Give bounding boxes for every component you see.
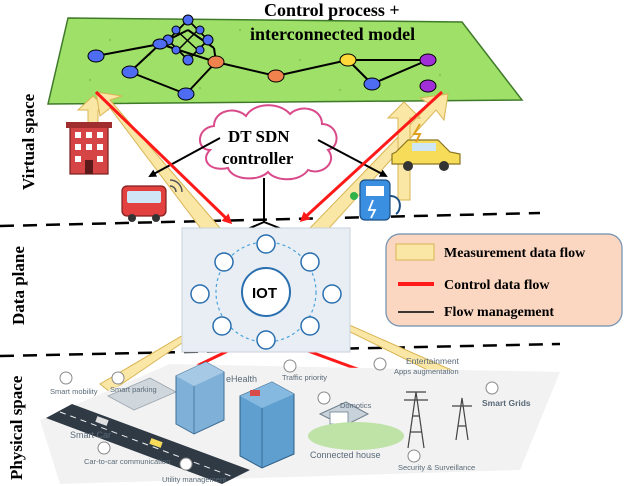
label-smart-mobility: Smart mobility xyxy=(50,387,98,396)
iot-satellite-top xyxy=(256,234,276,254)
controller-label-line1: DT SDN xyxy=(228,127,290,146)
node-4 xyxy=(177,87,195,101)
legend-label-control: Control data flow xyxy=(444,278,550,293)
label-security: Security & Surveillance xyxy=(398,463,475,472)
iot-satellite-tr xyxy=(300,252,320,272)
smart-mobility-icon xyxy=(59,371,73,385)
house-lawn xyxy=(308,422,404,450)
power-pylon-2 xyxy=(452,397,472,441)
house-icon xyxy=(318,401,370,427)
separator-virtual-data xyxy=(0,211,541,228)
label-traffic-priority: Traffic priority xyxy=(282,373,327,382)
iot-satellite-br xyxy=(300,316,320,336)
legend-swatch-measurement xyxy=(395,243,435,261)
iot-satellite-bottom xyxy=(256,330,276,350)
node-3 xyxy=(121,65,139,79)
legend: Measurement data flow Control data flow … xyxy=(385,233,623,327)
control-flow-left-down xyxy=(94,90,233,225)
car-on-road-2 xyxy=(149,438,163,448)
utility-icon xyxy=(179,457,193,471)
iot-hub: IOT xyxy=(181,227,351,353)
ev-charger-icon xyxy=(350,179,401,221)
node-10 xyxy=(419,79,437,93)
layer-label-physical: Physical space xyxy=(7,375,26,480)
label-apps-augmentation: Apps augmentation xyxy=(394,367,459,376)
smart-parking-icon xyxy=(111,371,125,385)
interconnected-cluster xyxy=(162,14,214,66)
traffic-priority-icon xyxy=(283,359,297,373)
legend-label-measurement: Measurement data flow xyxy=(444,246,586,261)
label-utility-management: Utility management xyxy=(162,475,227,484)
legend-box xyxy=(385,233,623,327)
building-icon xyxy=(66,122,112,175)
smart-city: Smart mobility Smart parking eHealth Tra… xyxy=(40,356,560,484)
label-car-to-car: Car-to-car communication xyxy=(84,457,170,466)
office-building xyxy=(239,381,295,469)
measurement-flow-right-diagonal xyxy=(309,93,449,237)
power-pylon-1 xyxy=(404,391,428,449)
iot-satellite-bl xyxy=(212,316,232,336)
car-icon xyxy=(391,123,461,171)
layer-label-data: Data plane xyxy=(9,246,28,325)
bus-icon xyxy=(121,179,183,222)
legend-label-flow: Flow management xyxy=(444,305,554,320)
virtual-plane-title-line1: Control process + xyxy=(264,0,400,20)
iot-satellite-right xyxy=(322,284,342,304)
tall-building xyxy=(175,361,225,435)
node-7 xyxy=(339,53,357,67)
city-service-icons xyxy=(59,357,499,471)
virtual-plane-title-line2: interconnected model xyxy=(250,24,415,44)
car-on-road-1 xyxy=(95,416,109,426)
node-2 xyxy=(152,38,168,50)
flow-mgmt-to-charger xyxy=(317,139,388,177)
label-domotics: Domotics xyxy=(340,401,372,410)
label-smart-grids: Smart Grids xyxy=(482,398,531,408)
car-to-car-icon xyxy=(97,441,111,455)
domotics-icon xyxy=(317,391,331,405)
measurement-flows xyxy=(76,91,457,393)
node-1 xyxy=(87,49,105,63)
security-icon xyxy=(407,449,421,463)
network-nodes xyxy=(87,38,437,101)
entertainment-icon xyxy=(373,357,387,371)
smart-grids-icon xyxy=(485,381,499,395)
flow-mgmt-to-bus xyxy=(148,137,221,177)
layer-label-virtual: Virtual space xyxy=(19,93,38,190)
node-9 xyxy=(419,53,437,67)
controller-label-line2: controller xyxy=(222,149,294,168)
iot-satellite-tl xyxy=(214,252,234,272)
iot-satellite-left xyxy=(190,284,210,304)
node-8 xyxy=(363,77,381,91)
dt-sdn-controller: DT SDN controller xyxy=(199,104,338,181)
node-6 xyxy=(267,69,285,83)
road-marking xyxy=(59,411,237,479)
label-connected-house: Connected house xyxy=(310,450,381,460)
label-smart-car: Smart Car xyxy=(70,430,111,440)
virtual-plane-texture xyxy=(88,28,442,92)
iot-hub-label: IOT xyxy=(252,285,277,302)
label-ehealth: eHealth xyxy=(226,374,257,384)
control-flow-right-down xyxy=(299,90,444,223)
label-smart-parking: Smart parking xyxy=(110,385,157,394)
label-entertainment: Entertainment xyxy=(406,356,460,366)
measurement-flow-left-diagonal xyxy=(95,91,221,239)
node-5 xyxy=(207,55,225,69)
